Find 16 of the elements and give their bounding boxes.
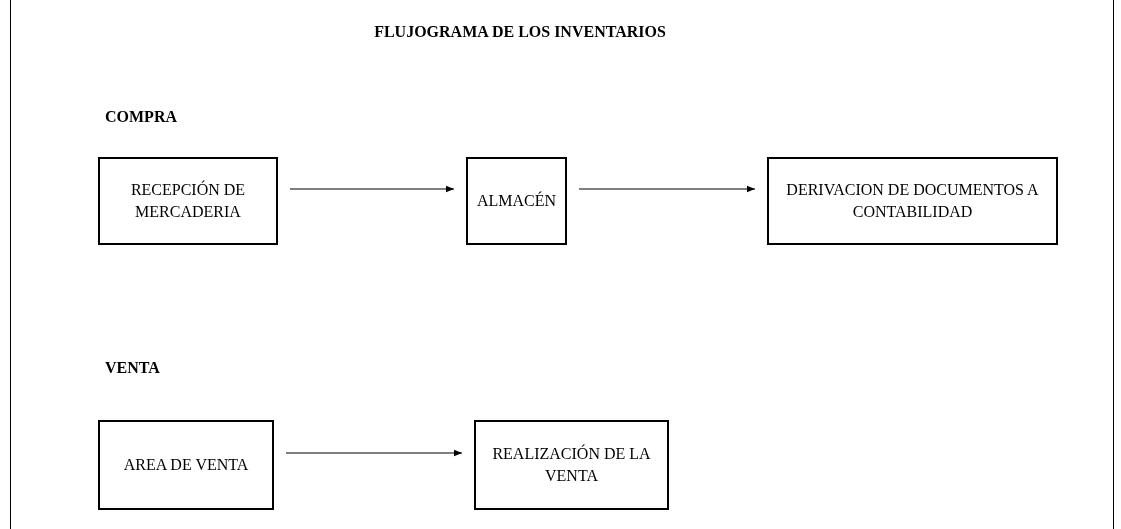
section-heading: COMPRA <box>105 107 177 127</box>
process-box <box>474 420 669 510</box>
box-label: AREA DE VENTA <box>123 455 249 475</box>
box-label: DERIVACION DE DOCUMENTOS A CONTABILIDAD <box>785 180 1040 222</box>
process-box <box>466 157 567 245</box>
section-heading: VENTA <box>105 358 160 378</box>
process-box <box>767 157 1058 245</box>
title: FLUJOGRAMA DE LOS INVENTARIOS <box>373 22 667 42</box>
arrow <box>285 449 463 457</box>
arrow <box>578 185 756 193</box>
box-label: ALMACÉN <box>476 190 557 211</box>
box-label: RECEPCIÓN DE MERCADERIA <box>129 179 247 222</box>
process-box <box>98 157 278 245</box>
arrow <box>289 185 455 193</box>
process-box <box>98 420 274 510</box>
box-label: REALIZACIÓN DE LA VENTA <box>491 443 652 486</box>
